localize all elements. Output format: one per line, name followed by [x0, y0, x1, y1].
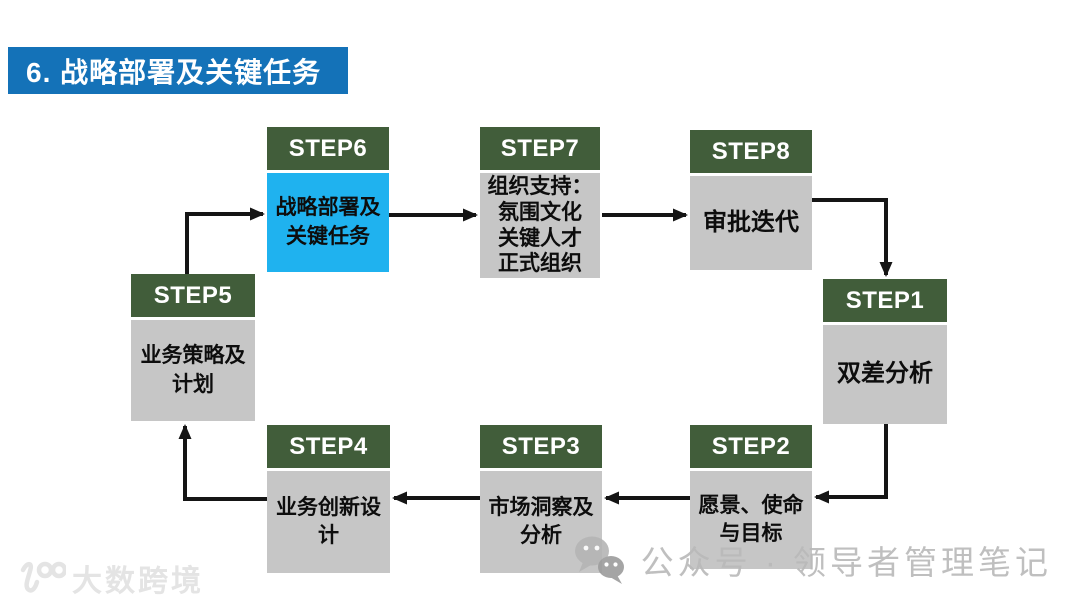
step6-body: 战略部署及 关键任务 — [267, 173, 389, 272]
arrow-step8-to-step1 — [812, 198, 893, 277]
account-watermark: 公众号 · 领导者管理笔记 — [571, 532, 1052, 588]
bottom-left-logo: 大数跨境 — [14, 556, 204, 600]
step4-body: 业务创新设 计 — [267, 471, 390, 573]
step5-body: 业务策略及 计划 — [131, 320, 255, 421]
step8-body: 审批迭代 — [690, 176, 812, 270]
step5-box: STEP5 业务策略及 计划 — [131, 274, 255, 421]
logo-text: 大数跨境 — [72, 565, 204, 598]
step2-box: STEP2 愿景、使命 与目标 — [690, 425, 812, 569]
arrow-step1-to-step2 — [814, 423, 888, 504]
step6-box: STEP6 战略部署及 关键任务 — [267, 127, 389, 272]
step1-box: STEP1 双差分析 — [823, 279, 947, 424]
step6-header: STEP6 — [267, 127, 389, 170]
step4-header: STEP4 — [267, 425, 390, 468]
step3-box: STEP3 市场洞察及 分析 — [480, 425, 602, 573]
step2-body: 愿景、使命 与目标 — [690, 471, 812, 569]
arrow-step4-to-step5 — [178, 424, 267, 501]
logo-100-icon — [20, 561, 66, 593]
step5-header: STEP5 — [131, 274, 255, 317]
step7-body: 组织支持： 氛围文化 关键人才 正式组织 — [480, 173, 600, 278]
step8-header: STEP8 — [690, 130, 812, 173]
step8-box: STEP8 审批迭代 — [690, 130, 812, 270]
step1-header: STEP1 — [823, 279, 947, 322]
account-text: 公众号 · 领导者管理笔记 — [640, 544, 1052, 581]
arrow-step5-to-step6 — [185, 207, 265, 274]
page-title: 6. 战略部署及关键任务 — [8, 47, 348, 94]
step3-header: STEP3 — [480, 425, 602, 468]
step7-header: STEP7 — [480, 127, 600, 170]
step7-box: STEP7 组织支持： 氛围文化 关键人才 正式组织 — [480, 127, 600, 278]
step1-body: 双差分析 — [823, 325, 947, 424]
step4-box: STEP4 业务创新设 计 — [267, 425, 390, 573]
step2-header: STEP2 — [690, 425, 812, 468]
step3-body: 市场洞察及 分析 — [480, 471, 602, 573]
wechat-icon — [574, 536, 624, 584]
